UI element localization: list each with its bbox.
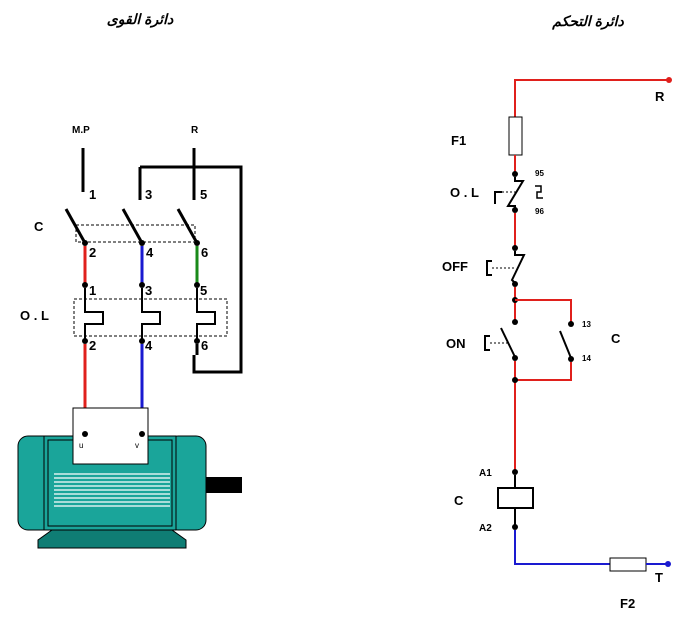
contact-dot-4 <box>139 240 145 246</box>
off-button-symbol <box>486 260 492 276</box>
on-bottom-dot <box>512 355 518 361</box>
ol-out-dot-4 <box>139 338 145 344</box>
ol-95-dot <box>512 171 518 177</box>
coil-a1-dot <box>512 469 518 475</box>
ol-thermal-symbol <box>494 191 502 204</box>
holding-branch-bottom <box>515 362 572 381</box>
control-r-label: R <box>655 89 665 104</box>
on-label: ON <box>446 336 466 351</box>
ol-terminal-3: 3 <box>145 283 152 298</box>
ol-95-label: 95 <box>535 169 544 178</box>
motor-terminal-v-dot <box>139 431 145 437</box>
ol-96-dot <box>512 207 518 213</box>
fuse2 <box>609 557 647 572</box>
ol-out-dot-6 <box>194 338 200 344</box>
power-circuit: M.P R 1 3 5 C 2 4 6 1 3 5 <box>17 125 243 549</box>
coil-a2-dot <box>512 524 518 530</box>
terminal-6: 6 <box>201 245 208 260</box>
ol-in-dot-5 <box>194 282 200 288</box>
control-t-label: T <box>655 570 663 585</box>
thermal-element-3 <box>196 288 216 340</box>
control-t-line <box>514 530 610 565</box>
contactor-label: C <box>34 219 44 234</box>
contact-dot-2 <box>82 240 88 246</box>
off-top-dot <box>512 245 518 251</box>
contactor-link <box>75 224 196 243</box>
overload-box <box>73 298 228 337</box>
holding-14-label: 14 <box>582 354 591 363</box>
motor-terminal-v: v <box>135 441 139 450</box>
thermal-element-1 <box>84 288 104 340</box>
power-ol-label: O . L <box>20 308 49 323</box>
holding-13-label: 13 <box>582 320 591 329</box>
control-r-dot <box>666 77 672 83</box>
ol-terminal-1: 1 <box>89 283 96 298</box>
ol-nc-contact <box>506 177 525 209</box>
terminal-4: 4 <box>146 245 154 260</box>
feedback-wire <box>140 165 243 374</box>
terminal-3: 3 <box>145 187 152 202</box>
fuse2-label: F2 <box>620 596 635 611</box>
on-contact-blade <box>500 327 516 358</box>
ol-96-label: 96 <box>535 207 544 216</box>
holding-14-dot <box>568 356 574 362</box>
ol-out-dot-2 <box>82 338 88 344</box>
fuse1 <box>508 116 523 156</box>
motor: u v <box>17 407 242 549</box>
mp-label: M.P <box>72 125 90 136</box>
thermal-element-2 <box>141 288 161 340</box>
motor-base <box>37 529 187 549</box>
ol-terminal-5: 5 <box>200 283 207 298</box>
coil-a2-label: A2 <box>479 523 492 534</box>
ol-in-dot-1 <box>82 282 88 288</box>
ol-terminal-2: 2 <box>89 338 96 353</box>
coil-a1-label: A1 <box>479 468 492 479</box>
motor-terminal-u-dot <box>82 431 88 437</box>
control-t-dot <box>665 561 671 567</box>
contactor-coil <box>497 487 534 509</box>
off-label: OFF <box>442 259 468 274</box>
power-circuit-title: دائرة القوى <box>107 11 174 28</box>
motor-shaft <box>206 477 242 493</box>
off-bottom-dot <box>512 281 518 287</box>
contact-blade-3 <box>176 208 199 244</box>
motor-terminal-u: u <box>79 441 83 450</box>
junction-bottom <box>512 377 518 383</box>
holding-13-dot <box>568 321 574 327</box>
on-top-dot <box>512 319 518 325</box>
ol-reset-symbol <box>535 185 543 199</box>
on-button-symbol <box>484 335 490 351</box>
off-contact <box>510 251 526 284</box>
coil-label: C <box>454 493 464 508</box>
ol-in-dot-3 <box>139 282 145 288</box>
control-circuit: R F1 95 O . L 96 OFF 13 14 C <box>442 77 672 611</box>
holding-contact-label: C <box>611 331 621 346</box>
ol-terminal-4: 4 <box>145 338 153 353</box>
holding-branch-top <box>515 299 572 323</box>
terminal-1: 1 <box>89 187 96 202</box>
terminal-2: 2 <box>89 245 96 260</box>
motor-body <box>43 435 177 531</box>
motor-fins <box>54 473 170 507</box>
holding-contact-blade <box>559 330 572 359</box>
ol-terminal-6: 6 <box>201 338 208 353</box>
control-circuit-title: دائرة التحكم <box>551 13 624 30</box>
contact-blade-2 <box>121 208 144 244</box>
control-ol-label: O . L <box>450 185 479 200</box>
control-r-line <box>514 79 669 117</box>
fuse1-label: F1 <box>451 133 466 148</box>
contact-dot-6 <box>194 240 200 246</box>
terminal-5: 5 <box>200 187 207 202</box>
power-r-label: R <box>191 125 199 136</box>
